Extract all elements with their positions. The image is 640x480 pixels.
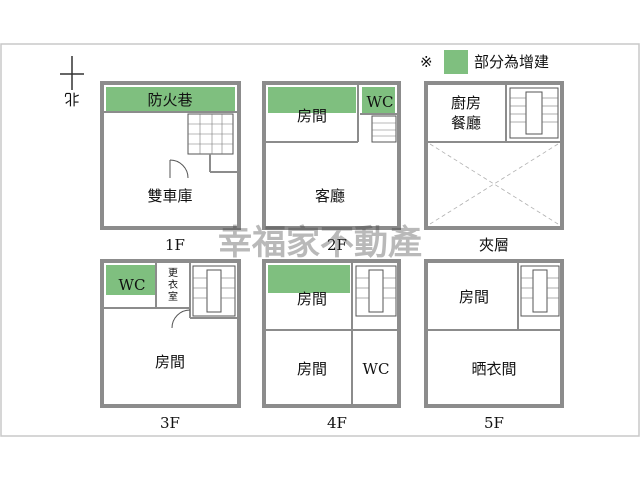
legend-swatch — [444, 50, 468, 74]
addition-2f-room — [268, 87, 356, 113]
room-3f-dressing-2: 衣 — [168, 278, 178, 291]
room-3f-room: 房間 — [155, 353, 185, 371]
addition-4f-room — [268, 265, 350, 293]
stair-icon — [520, 265, 560, 317]
room-3f-dressing-1: 更 — [168, 267, 178, 279]
addition-3f-wc — [106, 265, 156, 295]
legend-mark: ※ — [420, 53, 433, 71]
room-4f-room-bottom: 房間 — [297, 360, 327, 378]
room-dining: 餐廳 — [451, 114, 481, 132]
floor-label-3f: 3F — [160, 414, 180, 432]
floor-mezzanine: 廚房 餐廳 夾層 — [424, 81, 564, 254]
legend-text: 部分為增建 — [474, 53, 549, 71]
stair-icon — [187, 113, 234, 155]
floor-5f: 房間 晒衣間 5F — [424, 259, 564, 432]
north-arrow-icon: 北 — [60, 56, 84, 108]
room-3f-wc: WC — [119, 276, 146, 294]
room-2f-wc: WC — [367, 93, 394, 111]
addition-2f-wc — [362, 87, 395, 113]
floor-label-mezzanine: 夾層 — [479, 236, 509, 254]
room-firelane: 防火巷 — [147, 91, 192, 109]
stair-icon — [355, 265, 397, 317]
legend: ※ 部分為增建 — [420, 50, 549, 74]
room-5f-laundry: 晒衣間 — [471, 360, 516, 378]
watermark: 幸福家不動產 — [218, 223, 422, 263]
floor-label-5f: 5F — [484, 414, 504, 432]
stair-icon — [192, 265, 236, 317]
floor-4f: 房間 房間 WC 4F — [262, 259, 401, 432]
room-2f-room: 房間 — [297, 107, 327, 125]
floor-3f: WC 更 衣 室 房間 3F — [100, 259, 241, 432]
room-kitchen: 廚房 — [451, 94, 481, 112]
room-garage: 雙車庫 — [147, 187, 192, 205]
room-4f-wc: WC — [363, 360, 390, 378]
stair-icon — [371, 115, 397, 143]
stair-icon — [509, 87, 559, 139]
door-swing — [171, 309, 191, 329]
floor-label-2f: 2F — [327, 236, 347, 254]
floor-label-4f: 4F — [327, 414, 347, 432]
room-3f-dressing-3: 室 — [168, 290, 178, 303]
floor-1f: 防火巷 雙車庫 1F — [100, 81, 241, 254]
north-label: 北 — [64, 90, 79, 108]
door-swing — [169, 159, 189, 179]
room-5f-room: 房間 — [459, 288, 489, 306]
room-4f-room-top: 房間 — [297, 290, 327, 308]
room-2f-living: 客廳 — [315, 187, 345, 205]
floor-2f: 房間 WC 客廳 2F — [262, 81, 401, 254]
floor-label-1f: 1F — [165, 236, 185, 254]
addition-firelane — [106, 87, 235, 111]
